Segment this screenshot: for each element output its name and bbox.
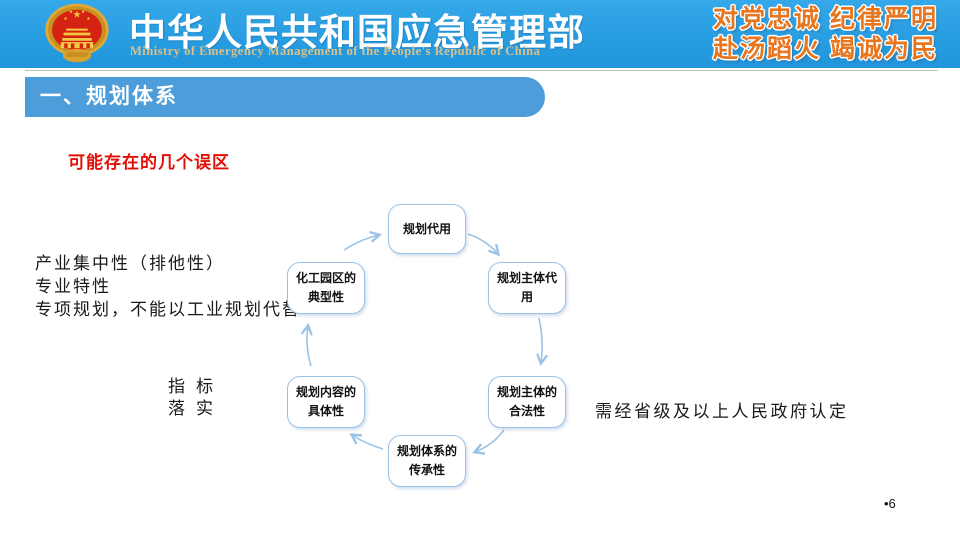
section-title: 一、规划体系 <box>40 85 178 108</box>
node-label: 化工园区的典型性 <box>295 271 356 304</box>
node-label: 规划代用 <box>402 221 451 236</box>
subheading-misconceptions: 可能存在的几个误区 <box>68 153 230 172</box>
diagram-node-subject-substitution: 规划主体代用 <box>488 262 566 314</box>
ministry-subtitle-en: Ministry of Emergency Management of the … <box>130 44 541 58</box>
section-title-bar: 一、规划体系 <box>25 77 545 117</box>
diagram-node-content-specificity: 规划内容的具体性 <box>287 376 365 428</box>
diagram-node-system-inheritance: 规划体系的传承性 <box>388 435 466 487</box>
note-mid-line-1: 指标 <box>168 377 224 396</box>
national-emblem-icon <box>45 3 109 63</box>
note-mid-line-2: 落实 <box>168 399 224 418</box>
note-middle: 指标 落实 <box>168 376 224 420</box>
ministry-title: 中华人民共和国应急管理部 <box>129 12 585 53</box>
arrow-bottom-to-bottomleft <box>349 433 384 450</box>
slogan-text: 对党忠诚 纪律严明 赴汤蹈火 竭诚为民 <box>713 4 938 64</box>
node-label: 规划体系的传承性 <box>396 444 457 477</box>
note-left: 产业集中性（排他性） 专业特性 专项规划，不能以工业规划代替 <box>35 252 301 321</box>
node-label: 规划主体的合法性 <box>496 385 557 418</box>
header-banner: 中华人民共和国应急管理部 Ministry of Emergency Manag… <box>0 0 960 68</box>
diagram-node-plan-substitution: 规划代用 <box>388 204 466 254</box>
arrow-bottomright-to-bottom <box>472 429 505 455</box>
arrow-topleft-to-top <box>343 230 383 251</box>
diagram-node-subject-legality: 规划主体的合法性 <box>488 376 566 428</box>
note-left-line-2: 专业特性 <box>35 277 111 296</box>
arrow-top-to-topright <box>467 233 501 257</box>
note-right: 需经省级及以上人民政府认定 <box>595 402 849 421</box>
page-number: •6 <box>884 496 896 511</box>
note-left-line-3: 专项规划，不能以工业规划代替 <box>35 300 301 319</box>
node-label: 规划主体代用 <box>496 271 557 304</box>
note-left-line-1: 产业集中性（排他性） <box>35 254 225 273</box>
arrow-bottomleft-to-topleft <box>300 322 313 367</box>
diagram-node-park-typicality: 化工园区的典型性 <box>287 262 365 314</box>
arrow-topright-to-bottomright <box>536 317 549 367</box>
slogan-line-2: 赴汤蹈火 竭诚为民 <box>713 35 938 63</box>
header-divider <box>25 70 938 71</box>
node-label: 规划内容的具体性 <box>295 385 356 418</box>
slogan-line-1: 对党忠诚 纪律严明 <box>713 5 938 33</box>
